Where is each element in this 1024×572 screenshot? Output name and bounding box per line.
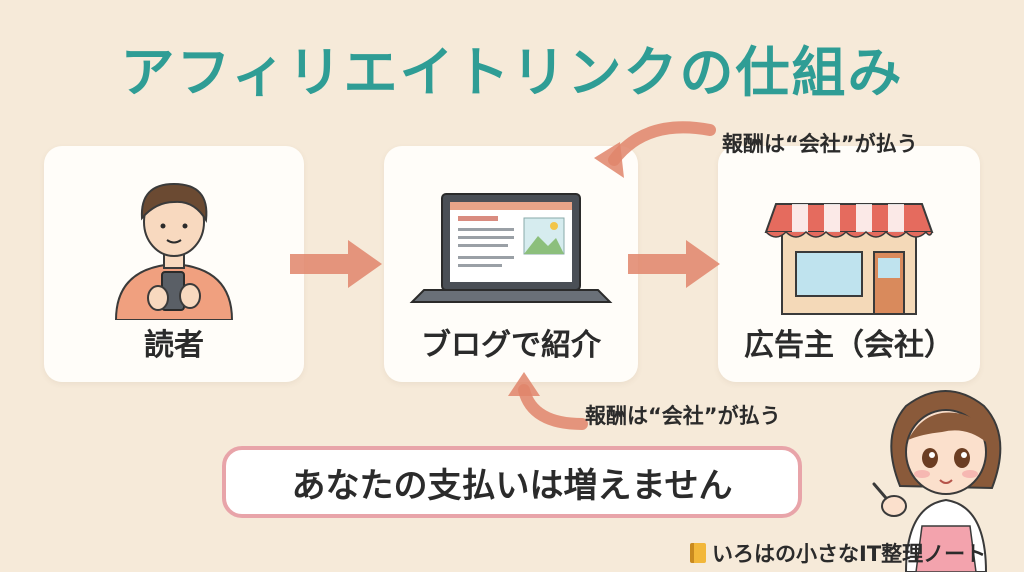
notebook-icon — [690, 543, 706, 563]
reader-card: 読者 — [44, 146, 304, 382]
advertiser-card: 広告主（会社） — [718, 146, 980, 382]
curved-arrow-left-icon — [594, 121, 716, 178]
footer-brand: いろはの小さなIT整理ノート — [690, 538, 986, 568]
message-text: あなたの支払いは増えません — [291, 465, 733, 506]
laptop-illustration — [409, 193, 613, 303]
advertiser-label: 広告主（会社） — [744, 328, 954, 363]
reader-label: 読者 — [144, 328, 204, 363]
shop-illustration — [764, 203, 934, 315]
blog-label: ブログで紹介 — [421, 328, 601, 363]
message-box: あなたの支払いは増えません — [222, 446, 802, 518]
page-title: アフィリエイトリンクの仕組み — [120, 41, 904, 104]
curved-arrow-up-icon — [508, 372, 588, 430]
reader-illustration — [114, 182, 234, 320]
arrow-right-icon — [290, 240, 382, 288]
reward-note-top: 報酬は“会社”が払う — [722, 132, 918, 156]
arrow-right-icon — [628, 240, 720, 288]
blog-card: ブログで紹介 — [384, 146, 638, 382]
mascot-illustration — [872, 390, 1002, 572]
footer-text: いろはの小さなIT整理ノート — [712, 542, 987, 566]
reward-note-bottom: 報酬は“会社”が払う — [585, 404, 781, 428]
